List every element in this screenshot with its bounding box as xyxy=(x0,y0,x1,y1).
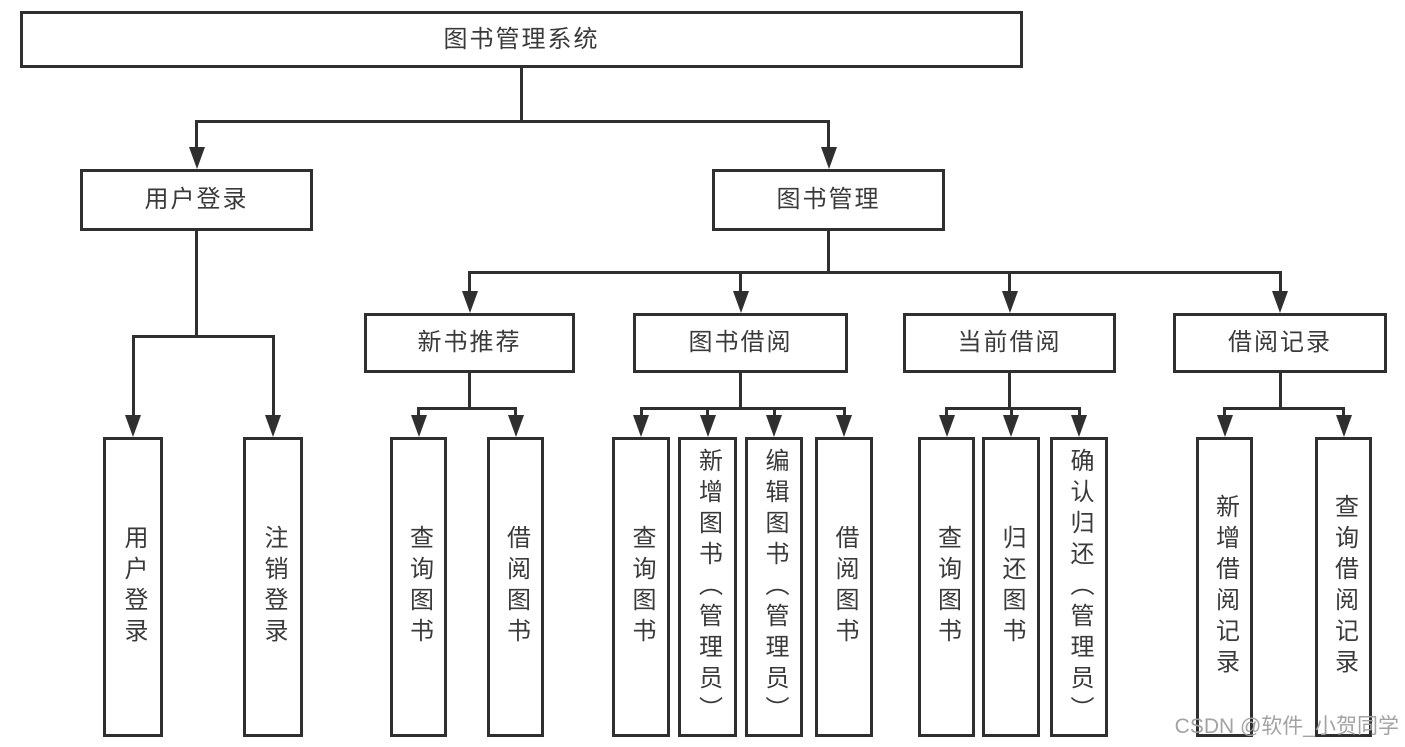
node-user-login: 用户登录 xyxy=(80,169,313,231)
arrow-down-icon xyxy=(1003,415,1019,437)
arrow-down-icon xyxy=(766,415,782,437)
connector-line xyxy=(520,68,523,123)
arrow-down-icon xyxy=(699,415,716,437)
arrow-down-icon xyxy=(820,147,837,169)
node-leaf-confirm-return: 确认归还（管理员） xyxy=(1050,437,1108,737)
node-label: 确认归还（管理员） xyxy=(1066,447,1093,727)
node-book-mgmt: 图书管理 xyxy=(712,169,945,231)
arrow-down-icon xyxy=(410,415,427,437)
connector-line xyxy=(131,335,275,338)
connector-line xyxy=(1342,407,1345,417)
node-leaf-borrow-books-1: 借阅图书 xyxy=(487,437,544,737)
connector-line xyxy=(195,231,198,338)
node-leaf-query-books-2: 查询图书 xyxy=(612,437,670,737)
connector-line xyxy=(417,407,420,417)
arrow-down-icon xyxy=(836,415,852,437)
node-label: 图书管理 xyxy=(776,186,881,213)
node-label: 借阅图书 xyxy=(831,525,858,649)
node-root: 图书管理系统 xyxy=(20,11,1023,68)
node-label: 查询借阅记录 xyxy=(1330,494,1358,680)
node-label: 图书借阅 xyxy=(688,329,793,356)
node-leaf-add-borrow-record: 新增借阅记录 xyxy=(1196,437,1253,737)
connector-line xyxy=(639,407,846,410)
node-leaf-edit-books: 编辑图书（管理员） xyxy=(745,437,803,737)
connector-line xyxy=(514,407,517,417)
node-leaf-user-login: 用户登录 xyxy=(103,437,163,737)
node-label: 用户登录 xyxy=(120,525,147,649)
node-label: 归还图书 xyxy=(998,525,1025,649)
arrow-down-icon xyxy=(732,291,749,313)
connector-line xyxy=(739,373,742,410)
node-label: 新书推荐 xyxy=(417,329,522,356)
arrow-down-icon xyxy=(461,291,478,313)
node-label: 借阅图书 xyxy=(502,525,530,649)
connector-line xyxy=(842,407,846,417)
node-borrow-records: 借阅记录 xyxy=(1173,313,1387,373)
arrow-down-icon xyxy=(1272,291,1288,313)
node-leaf-add-books: 新增图书（管理员） xyxy=(678,437,737,737)
connector-line xyxy=(1008,373,1011,410)
node-label: 当前借阅 xyxy=(957,329,1062,356)
connector-line xyxy=(639,407,643,417)
connector-line xyxy=(827,231,830,274)
node-leaf-logout: 注销登录 xyxy=(243,437,303,737)
arrow-down-icon xyxy=(1071,415,1087,437)
node-label: 编辑图书（管理员） xyxy=(761,447,788,727)
connector-line xyxy=(827,120,830,149)
node-label: 借阅记录 xyxy=(1228,329,1332,356)
node-leaf-return-books: 归还图书 xyxy=(982,437,1040,737)
connector-line xyxy=(1223,407,1226,417)
connector-line xyxy=(945,407,1081,410)
csdn-watermark: CSDN @软件_小贺同学 xyxy=(1174,715,1399,738)
node-label: 注销登录 xyxy=(260,525,287,649)
connector-line xyxy=(468,271,471,293)
arrow-down-icon xyxy=(125,415,141,437)
connector-line xyxy=(468,271,1282,274)
connector-line xyxy=(1077,407,1081,417)
node-label: 查询图书 xyxy=(405,525,433,649)
node-label: 用户登录 xyxy=(144,186,249,213)
arrow-down-icon xyxy=(1001,291,1018,313)
arrow-down-icon xyxy=(188,147,205,169)
node-new-book-rec: 新书推荐 xyxy=(364,313,575,373)
arrow-down-icon xyxy=(1216,415,1233,437)
arrow-down-icon xyxy=(507,415,524,437)
connector-line xyxy=(271,335,275,417)
connector-line xyxy=(1223,407,1345,410)
node-leaf-borrow-books-2: 借阅图书 xyxy=(815,437,873,737)
node-label: 新增图书（管理员） xyxy=(694,447,722,727)
node-leaf-query-books-3: 查询图书 xyxy=(918,437,975,737)
node-label: 图书管理系统 xyxy=(443,25,600,53)
arrow-down-icon xyxy=(1335,415,1352,437)
connector-line xyxy=(195,120,830,123)
node-label: 查询图书 xyxy=(933,525,961,649)
connector-line xyxy=(1009,407,1013,417)
connector-line xyxy=(131,335,135,417)
connector-line xyxy=(468,373,471,410)
node-label: 新增借阅记录 xyxy=(1211,494,1239,680)
arrow-down-icon xyxy=(633,415,649,437)
arrow-down-icon xyxy=(938,415,955,437)
node-label: 查询图书 xyxy=(628,525,655,649)
node-book-borrow: 图书借阅 xyxy=(633,313,848,373)
node-current-borrow: 当前借阅 xyxy=(903,313,1116,373)
connector-line xyxy=(417,407,517,410)
connector-line xyxy=(772,407,776,417)
node-leaf-query-books-1: 查询图书 xyxy=(390,437,447,737)
node-leaf-query-borrow-record: 查询借阅记录 xyxy=(1315,437,1372,737)
connector-line xyxy=(1008,271,1011,293)
connector-line xyxy=(195,120,198,149)
connector-line xyxy=(706,407,709,417)
connector-line xyxy=(739,271,742,293)
connector-line xyxy=(1278,373,1282,410)
arrow-down-icon xyxy=(265,415,281,437)
connector-line xyxy=(945,407,948,417)
connector-line xyxy=(1278,271,1282,293)
